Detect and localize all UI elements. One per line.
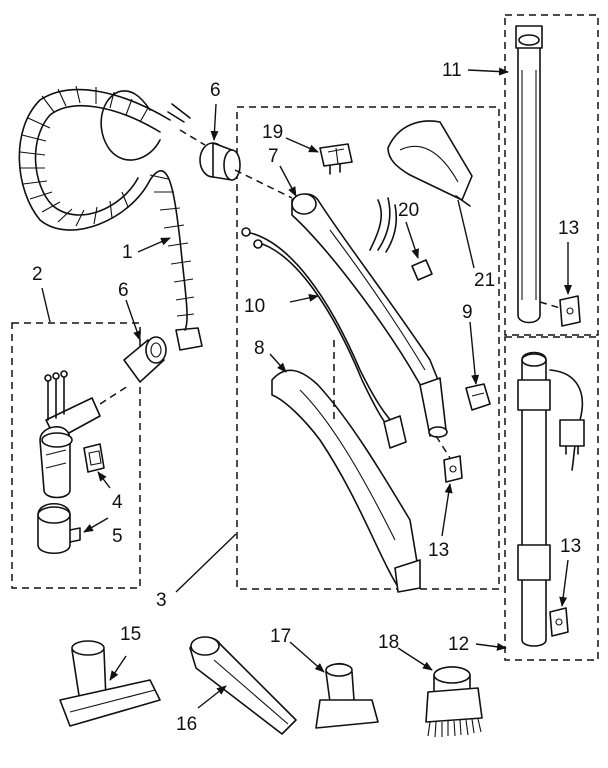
clip-part-9 xyxy=(465,383,491,411)
callout-9: 9 xyxy=(462,302,473,323)
callout-6-left: 6 xyxy=(118,280,129,301)
upholstery-tool-part-17 xyxy=(315,662,379,729)
callout-15: 15 xyxy=(120,624,141,645)
callout-1: 1 xyxy=(122,242,133,263)
callout-18: 18 xyxy=(378,632,399,653)
floor-tool-part-15 xyxy=(59,640,161,727)
connector-part-6-top xyxy=(199,142,241,181)
hose-part-1 xyxy=(18,85,203,351)
assembly-box-11 xyxy=(504,14,599,336)
handle-part-7 xyxy=(291,193,448,438)
callout-labels: 1 2 6 6 19 7 20 21 10 8 9 13 11 13 13 12… xyxy=(32,60,581,735)
wand-part-11 xyxy=(515,25,543,324)
swivel-assembly-part-2 xyxy=(39,370,101,499)
callout-7: 7 xyxy=(268,146,279,167)
callout-2: 2 xyxy=(32,264,43,285)
tab-part-13-middle xyxy=(443,455,463,483)
callout-20: 20 xyxy=(398,200,419,221)
cap-part-5 xyxy=(37,502,81,555)
tab-part-13-upper xyxy=(559,295,581,327)
clip-part-4 xyxy=(83,443,105,473)
assembly-box-12 xyxy=(504,336,599,661)
callout-11: 11 xyxy=(442,60,462,81)
callout-13-lower: 13 xyxy=(560,536,581,557)
handle-wires xyxy=(369,197,398,253)
assembly-box-2 xyxy=(11,322,141,589)
leader-lines xyxy=(41,67,572,709)
callout-3: 3 xyxy=(156,590,167,611)
callout-13-upper: 13 xyxy=(558,218,579,239)
wand-part-12 xyxy=(517,351,585,647)
callout-17: 17 xyxy=(270,626,291,647)
connector-part-6-left xyxy=(123,336,167,383)
callout-19: 19 xyxy=(262,122,283,143)
callout-12: 12 xyxy=(448,634,469,655)
cover-part-21 xyxy=(387,120,473,207)
callout-6-top: 6 xyxy=(210,80,221,101)
handle-shell-part-8 xyxy=(271,369,421,593)
switch-part-19 xyxy=(319,143,353,175)
callout-16: 16 xyxy=(176,714,197,735)
wire-harness-part-10 xyxy=(241,227,407,449)
tab-part-13-lower xyxy=(549,607,569,637)
nut-part-20 xyxy=(411,259,433,281)
callout-21: 21 xyxy=(474,270,495,291)
callout-5: 5 xyxy=(112,526,123,547)
brush-tool-part-18 xyxy=(425,666,483,738)
callout-13-middle: 13 xyxy=(428,540,449,561)
callout-4: 4 xyxy=(112,492,123,513)
callout-8: 8 xyxy=(254,338,265,359)
crevice-tool-part-16 xyxy=(189,636,297,735)
callout-10: 10 xyxy=(244,296,265,317)
